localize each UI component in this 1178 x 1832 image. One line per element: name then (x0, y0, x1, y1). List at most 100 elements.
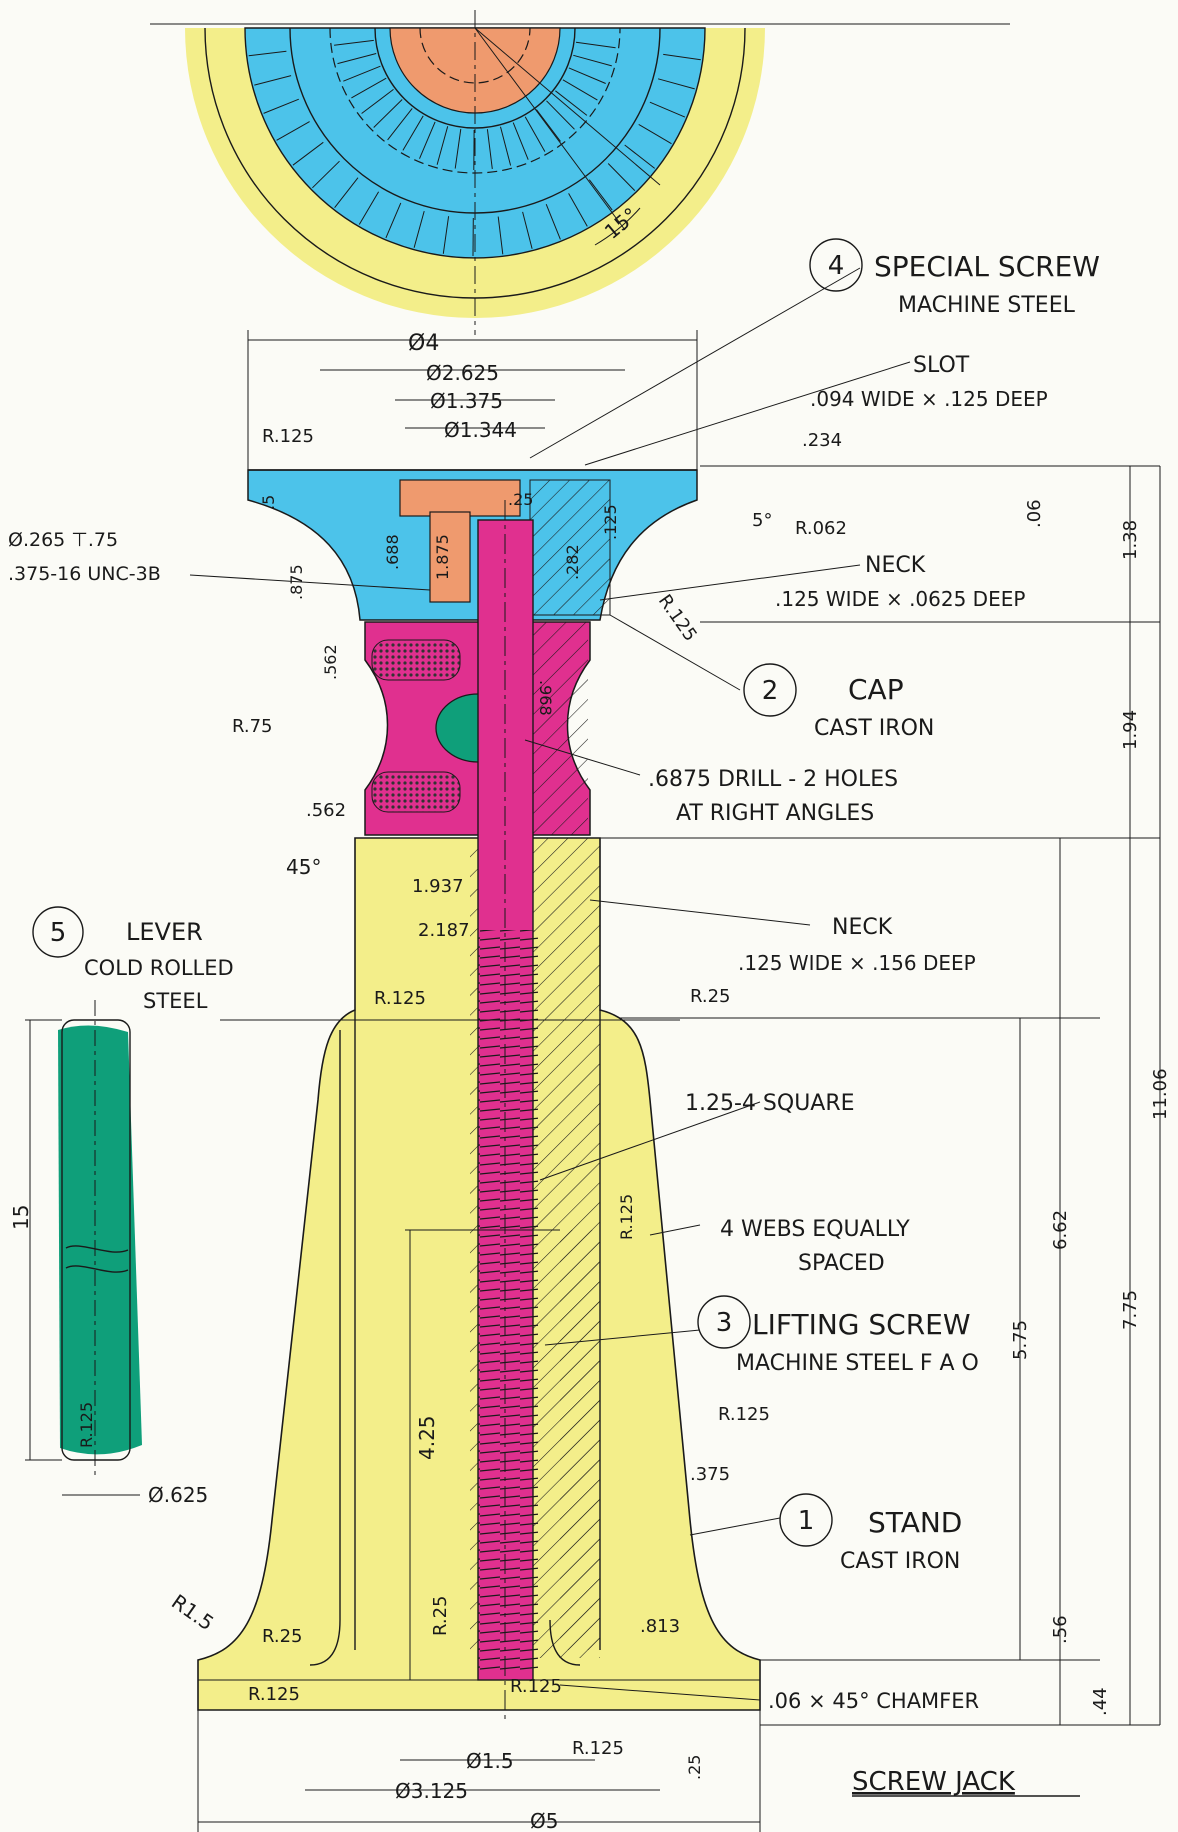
balloon-5-num: 5 (50, 918, 67, 948)
top-view-rib (497, 216, 504, 255)
note-neck1: NECK (865, 553, 926, 578)
dim-5deg: 5° (752, 510, 772, 531)
balloon-5: 5 (32, 906, 84, 958)
dim-r062: R.062 (795, 518, 847, 539)
lifting-screw (477, 500, 538, 1720)
top-view-rib (649, 101, 686, 118)
dim-r25-a: R.25 (690, 986, 731, 1007)
top-view-inner-rib (536, 109, 561, 142)
part4-material: MACHINE STEEL (898, 293, 1076, 318)
dim-r125-d: R.125 (510, 1676, 562, 1697)
top-view-rib (568, 193, 588, 227)
top-view-inner-rib (486, 129, 493, 169)
note-neck2: NECK (832, 915, 893, 940)
part3-name: LIFTING SCREW (752, 1308, 971, 1341)
dim-d5: Ø5 (530, 1809, 558, 1832)
part3-material: MACHINE STEEL F A O (736, 1351, 979, 1376)
top-view-rib (522, 211, 533, 249)
top-view-rib (276, 121, 310, 141)
dim-1937: 1.937 (412, 876, 464, 897)
top-view-rib (442, 216, 450, 254)
top-view-rib (254, 75, 292, 86)
note-tap2: .375-16 UNC-3B (8, 563, 161, 585)
dimension-lines (197, 267, 1161, 1832)
top-view-inner-rib (361, 89, 394, 114)
top-view-inner-rib (337, 53, 377, 65)
top-view-rib (312, 160, 340, 189)
top-view-inner-rib (454, 128, 462, 169)
note-neck2-spec: .125 WIDE × .156 DEEP (738, 951, 976, 975)
part1-name: STAND (868, 1506, 962, 1539)
dim-562b: .562 (306, 800, 346, 821)
balloon-4: 4 (809, 238, 863, 292)
dim-25b: .25 (685, 1755, 704, 1780)
top-view-rib (385, 202, 402, 239)
balloon-2: 2 (743, 663, 797, 717)
note-neck1-spec: .125 WIDE × .0625 DEEP (775, 587, 1025, 611)
dim-d2625: Ø2.625 (426, 361, 499, 385)
dim-r125-c: R.125 (248, 1684, 300, 1705)
note-drill2: AT RIGHT ANGLES (676, 801, 874, 826)
dim-d3125: Ø3.125 (395, 1779, 468, 1803)
part1-material: CAST IRON (840, 1549, 960, 1574)
top-view-rib (413, 210, 425, 248)
note-webs1: 4 WEBS EQUALLY (720, 1217, 910, 1242)
dim-56: .56 (1050, 1615, 1071, 1644)
dim-194: 1.94 (1120, 710, 1141, 750)
lever-part: 15 R.125 Ø.625 (9, 1000, 208, 1507)
lever-length: 15 (9, 1205, 33, 1230)
dim-813: .813 (640, 1616, 680, 1637)
part5-material1: COLD ROLLED (84, 956, 234, 980)
dim-138: 1.38 (1120, 520, 1141, 560)
balloon-3: 3 (697, 1295, 751, 1349)
dim-r125-web: R.125 (617, 1194, 636, 1240)
top-view-inner-rib (419, 121, 436, 159)
top-view-inner-rib (555, 90, 588, 116)
dim-662: 6.62 (1050, 1210, 1071, 1250)
top-view-rib (248, 50, 287, 57)
note-webs2: SPACED (798, 1251, 885, 1276)
note-slot: SLOT (913, 353, 970, 378)
dim-125: .125 (601, 504, 620, 540)
dim-375: .375 (690, 1464, 730, 1485)
dim-r125-b: R.125 (718, 1404, 770, 1425)
top-view-rib (588, 179, 613, 211)
top-view-inner-rib (373, 99, 403, 128)
top-view-rib (263, 98, 299, 114)
top-view-inner-rib (575, 41, 616, 49)
dim-r25-b: R.25 (262, 1626, 303, 1647)
dim-d4: Ø4 (408, 331, 439, 356)
part5-material2: STEEL (143, 989, 208, 1013)
balloon-1-num: 1 (798, 1506, 815, 1536)
balloon-1: 1 (779, 1493, 833, 1547)
dim-d15: Ø1.5 (466, 1749, 514, 1773)
top-view-rib (663, 53, 701, 61)
top-view-inner-rib (387, 108, 413, 141)
part5-name: LEVER (126, 918, 203, 946)
dim-968: .968 (536, 680, 555, 716)
top-view-rib (624, 144, 656, 169)
top-view-rib (334, 177, 359, 209)
balloon-3-num: 3 (716, 1308, 733, 1338)
top-view-inner-rib (573, 54, 612, 67)
note-slot-spec: .094 WIDE × .125 DEEP (810, 387, 1048, 411)
top-view-inner-rib (562, 79, 598, 101)
top-view-rib (292, 141, 324, 166)
dim-875: .875 (287, 564, 306, 600)
dim-775: 7.75 (1120, 1290, 1141, 1330)
dim-562a: .562 (321, 644, 340, 680)
note-drill1: .6875 DRILL - 2 HOLES (648, 767, 898, 792)
drawing-title: SCREW JACK (852, 1767, 1016, 1797)
dim-1875: 1.875 (433, 534, 452, 580)
dim-06: .06 (1024, 499, 1045, 528)
part2-name: CAP (848, 673, 904, 706)
dim-r125-cap: R.125 (262, 426, 314, 447)
top-view-inner-rib (351, 77, 387, 99)
dimension-texts: Ø4 Ø2.625 Ø1.375 Ø1.344 R.125 .234 .06 5… (167, 331, 1171, 1832)
top-view-inner-rib (546, 100, 575, 130)
dim-1106: 11.06 (1150, 1068, 1171, 1120)
part2-material: CAST IRON (814, 716, 934, 741)
top-view-ribs (248, 39, 701, 257)
dim-425: 4.25 (415, 1415, 439, 1460)
